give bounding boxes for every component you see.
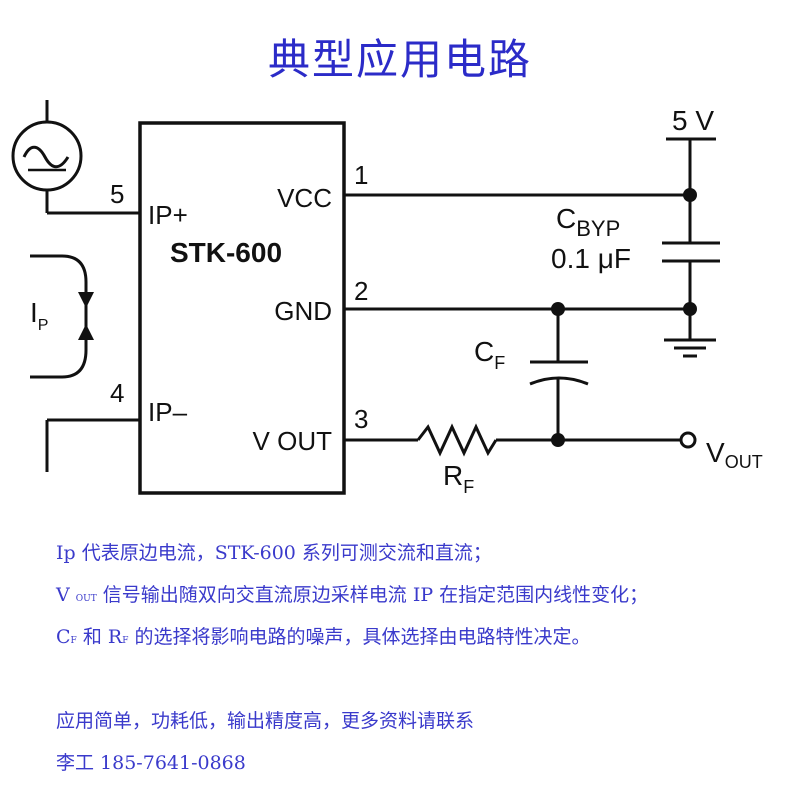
pin-number-2: 2	[354, 276, 368, 306]
description-line-3: CF 和 RF 的选择将影响电路的噪声，具体选择由电路特性决定。	[56, 626, 591, 648]
vout-terminal	[679, 431, 697, 449]
pin-number-1: 1	[354, 160, 368, 190]
junction-dot	[683, 188, 697, 202]
pin-label-ip-minus: IP–	[148, 397, 188, 427]
cf-label: CF	[474, 336, 505, 373]
page-title: 典型应用电路	[267, 35, 532, 84]
cbyp-label: CBYP	[556, 203, 620, 241]
pin-label-ip-plus: IP+	[148, 200, 188, 230]
rf-label: RF	[443, 460, 474, 497]
description-line-2: V OUT 信号输出随双向交直流原边采样电流 IP 在指定范围内线性变化；	[56, 584, 649, 606]
pin-number-4: 4	[110, 378, 124, 408]
pin-number-3: 3	[354, 404, 368, 434]
pin-label-vcc: VCC	[277, 183, 332, 213]
current-arrow-up-icon	[78, 324, 94, 340]
rf-resistor-icon	[416, 423, 498, 457]
junction-dot	[551, 433, 565, 447]
contact-line-1: 应用简单，功耗低，输出精度高，更多资料请联系	[56, 710, 475, 732]
pin-label-gnd: GND	[274, 296, 332, 326]
chip-name: STK-600	[170, 237, 282, 268]
junction-dot	[683, 302, 697, 316]
current-label: IP	[30, 297, 48, 334]
pin-number-5: 5	[110, 179, 124, 209]
current-arrow-down-icon	[78, 292, 94, 308]
cbyp-value: 0.1 μF	[551, 243, 631, 274]
vout-label: VOUT	[706, 437, 763, 472]
circuit-diagram: STK-600 IP+ IP– VCC GND V OUT 5 4 1 2 3 …	[11, 100, 763, 497]
junction-dot	[551, 302, 565, 316]
contact-line-2: 李工 185-7641-0868	[56, 752, 246, 774]
current-loop-wire	[30, 254, 88, 379]
pin-label-vout: V OUT	[253, 426, 333, 456]
description-line-1: Ip 代表原边电流，STK-600 系列可测交流和直流；	[56, 542, 492, 564]
supply-label: 5 V	[672, 105, 714, 136]
